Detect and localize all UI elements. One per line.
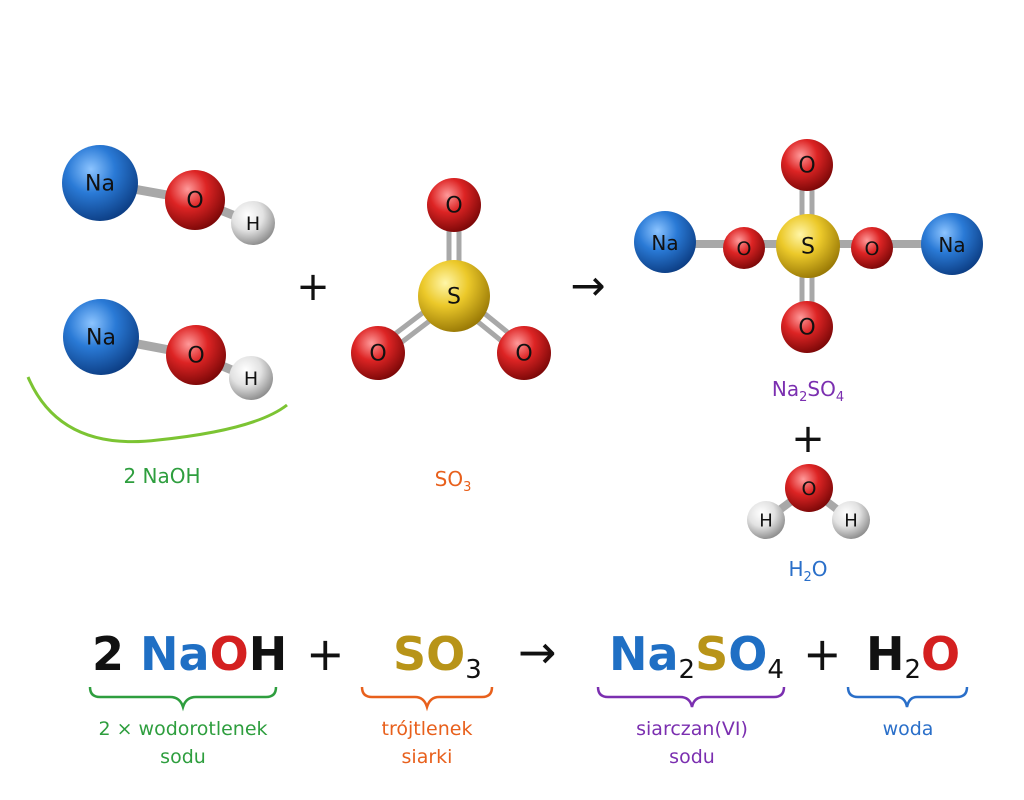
oxygen-atom bbox=[851, 227, 893, 269]
eq-sub-2: 2 bbox=[678, 655, 696, 685]
eq-na: Na bbox=[609, 627, 679, 681]
oxygen-atom bbox=[781, 301, 833, 353]
caption-line: woda bbox=[882, 718, 934, 740]
caption-h2o: woda bbox=[858, 715, 958, 743]
eq-na: Na bbox=[140, 627, 210, 681]
sodium-atom bbox=[63, 299, 139, 375]
atom-label-o: O bbox=[737, 238, 752, 260]
atom-label-h: H bbox=[244, 368, 258, 390]
reaction-arrow: → bbox=[570, 261, 605, 310]
eq-sub-3: 3 bbox=[465, 655, 482, 685]
hydrogen-atom bbox=[747, 501, 785, 539]
atom-label-na: Na bbox=[938, 233, 965, 257]
equation-na2so4: Na2SO4 bbox=[609, 631, 784, 683]
caption-line: sodu bbox=[669, 746, 715, 768]
atom-label-o: O bbox=[802, 478, 817, 500]
eq-sub-2: 2 bbox=[904, 655, 922, 685]
atom-label-o: O bbox=[515, 342, 532, 367]
equation-arrow: → bbox=[518, 625, 557, 679]
h2o-brace bbox=[846, 686, 969, 708]
atom-label-o: O bbox=[798, 154, 815, 179]
plus-sign: + bbox=[296, 264, 330, 310]
na2so4-molecule: O O Na Na O O S bbox=[634, 139, 983, 353]
sulfur-atom bbox=[418, 260, 490, 332]
equation-so3: SO3 bbox=[393, 631, 482, 683]
oxygen-atom bbox=[165, 170, 225, 230]
so3-brace bbox=[360, 686, 494, 712]
caption-naoh: 2 × wodorotlenek sodu bbox=[83, 715, 283, 771]
sulfur-atom bbox=[776, 214, 840, 278]
eq-o: O bbox=[209, 627, 249, 681]
atom-label-na: Na bbox=[85, 172, 115, 197]
oxygen-atom bbox=[166, 325, 226, 385]
sodium-atom bbox=[921, 213, 983, 275]
atom-label-s: S bbox=[801, 235, 815, 260]
caption-line: siarczan(VI) bbox=[636, 718, 748, 740]
oxygen-atom bbox=[351, 326, 405, 380]
eq-sub-4: 4 bbox=[767, 655, 784, 685]
plus-sign: + bbox=[791, 416, 825, 462]
oxygen-atom bbox=[785, 464, 833, 512]
equation-naoh: 2 NaOH bbox=[92, 631, 287, 677]
oxygen-atom bbox=[781, 139, 833, 191]
eq-s: S bbox=[393, 627, 427, 681]
eq-o: O bbox=[426, 627, 466, 681]
atom-label-na: Na bbox=[86, 326, 116, 351]
atom-label-o: O bbox=[369, 342, 386, 367]
hydrogen-atom bbox=[832, 501, 870, 539]
caption-line: 2 × wodorotlenek bbox=[98, 718, 268, 740]
eq-coefficient: 2 bbox=[92, 627, 125, 681]
eq-h: H bbox=[248, 627, 288, 681]
sodium-atom bbox=[62, 145, 138, 221]
so3-molecule: O O O S bbox=[351, 178, 551, 380]
caption-na2so4: siarczan(VI) sodu bbox=[607, 715, 777, 771]
eq-s: S bbox=[695, 627, 729, 681]
atom-label-na: Na bbox=[651, 231, 678, 255]
h2o-molecule: O H H bbox=[747, 464, 870, 539]
caption-so3: trójtlenek siarki bbox=[357, 715, 497, 771]
naoh-brace bbox=[88, 686, 278, 712]
eq-h: H bbox=[866, 627, 905, 681]
na2so4-brace bbox=[596, 686, 786, 708]
caption-line: sodu bbox=[160, 746, 206, 768]
equation-plus-2: + bbox=[803, 627, 842, 681]
so3-label: SO3 bbox=[435, 467, 472, 495]
naoh-molecule-top: Na O H bbox=[62, 145, 275, 245]
atom-label-o: O bbox=[798, 316, 815, 341]
oxygen-atom bbox=[427, 178, 481, 232]
naoh-molecule-bottom: Na O H bbox=[63, 299, 273, 400]
atom-label-o: O bbox=[445, 194, 462, 219]
atom-label-h: H bbox=[759, 511, 773, 532]
oxygen-atom bbox=[723, 227, 765, 269]
caption-line: trójtlenek bbox=[381, 718, 473, 740]
sodium-atom bbox=[634, 211, 696, 273]
atom-label-o: O bbox=[187, 344, 204, 369]
equation-h2o: H2O bbox=[866, 631, 960, 683]
eq-o: O bbox=[728, 627, 768, 681]
h2o-label: H2O bbox=[788, 557, 827, 585]
naoh-group-arc bbox=[26, 376, 288, 444]
atom-label-o: O bbox=[186, 189, 203, 214]
caption-line: siarki bbox=[401, 746, 453, 768]
hydrogen-atom bbox=[231, 201, 275, 245]
eq-o: O bbox=[921, 627, 961, 681]
naoh-label: 2 NaOH bbox=[123, 464, 200, 488]
atom-label-o: O bbox=[865, 238, 880, 260]
atom-label-h: H bbox=[246, 213, 260, 235]
oxygen-atom bbox=[497, 326, 551, 380]
atom-label-s: S bbox=[447, 285, 461, 310]
atom-label-h: H bbox=[844, 511, 858, 532]
na2so4-label: Na2SO4 bbox=[772, 377, 844, 405]
hydrogen-atom bbox=[229, 356, 273, 400]
equation-plus-1: + bbox=[306, 627, 345, 681]
